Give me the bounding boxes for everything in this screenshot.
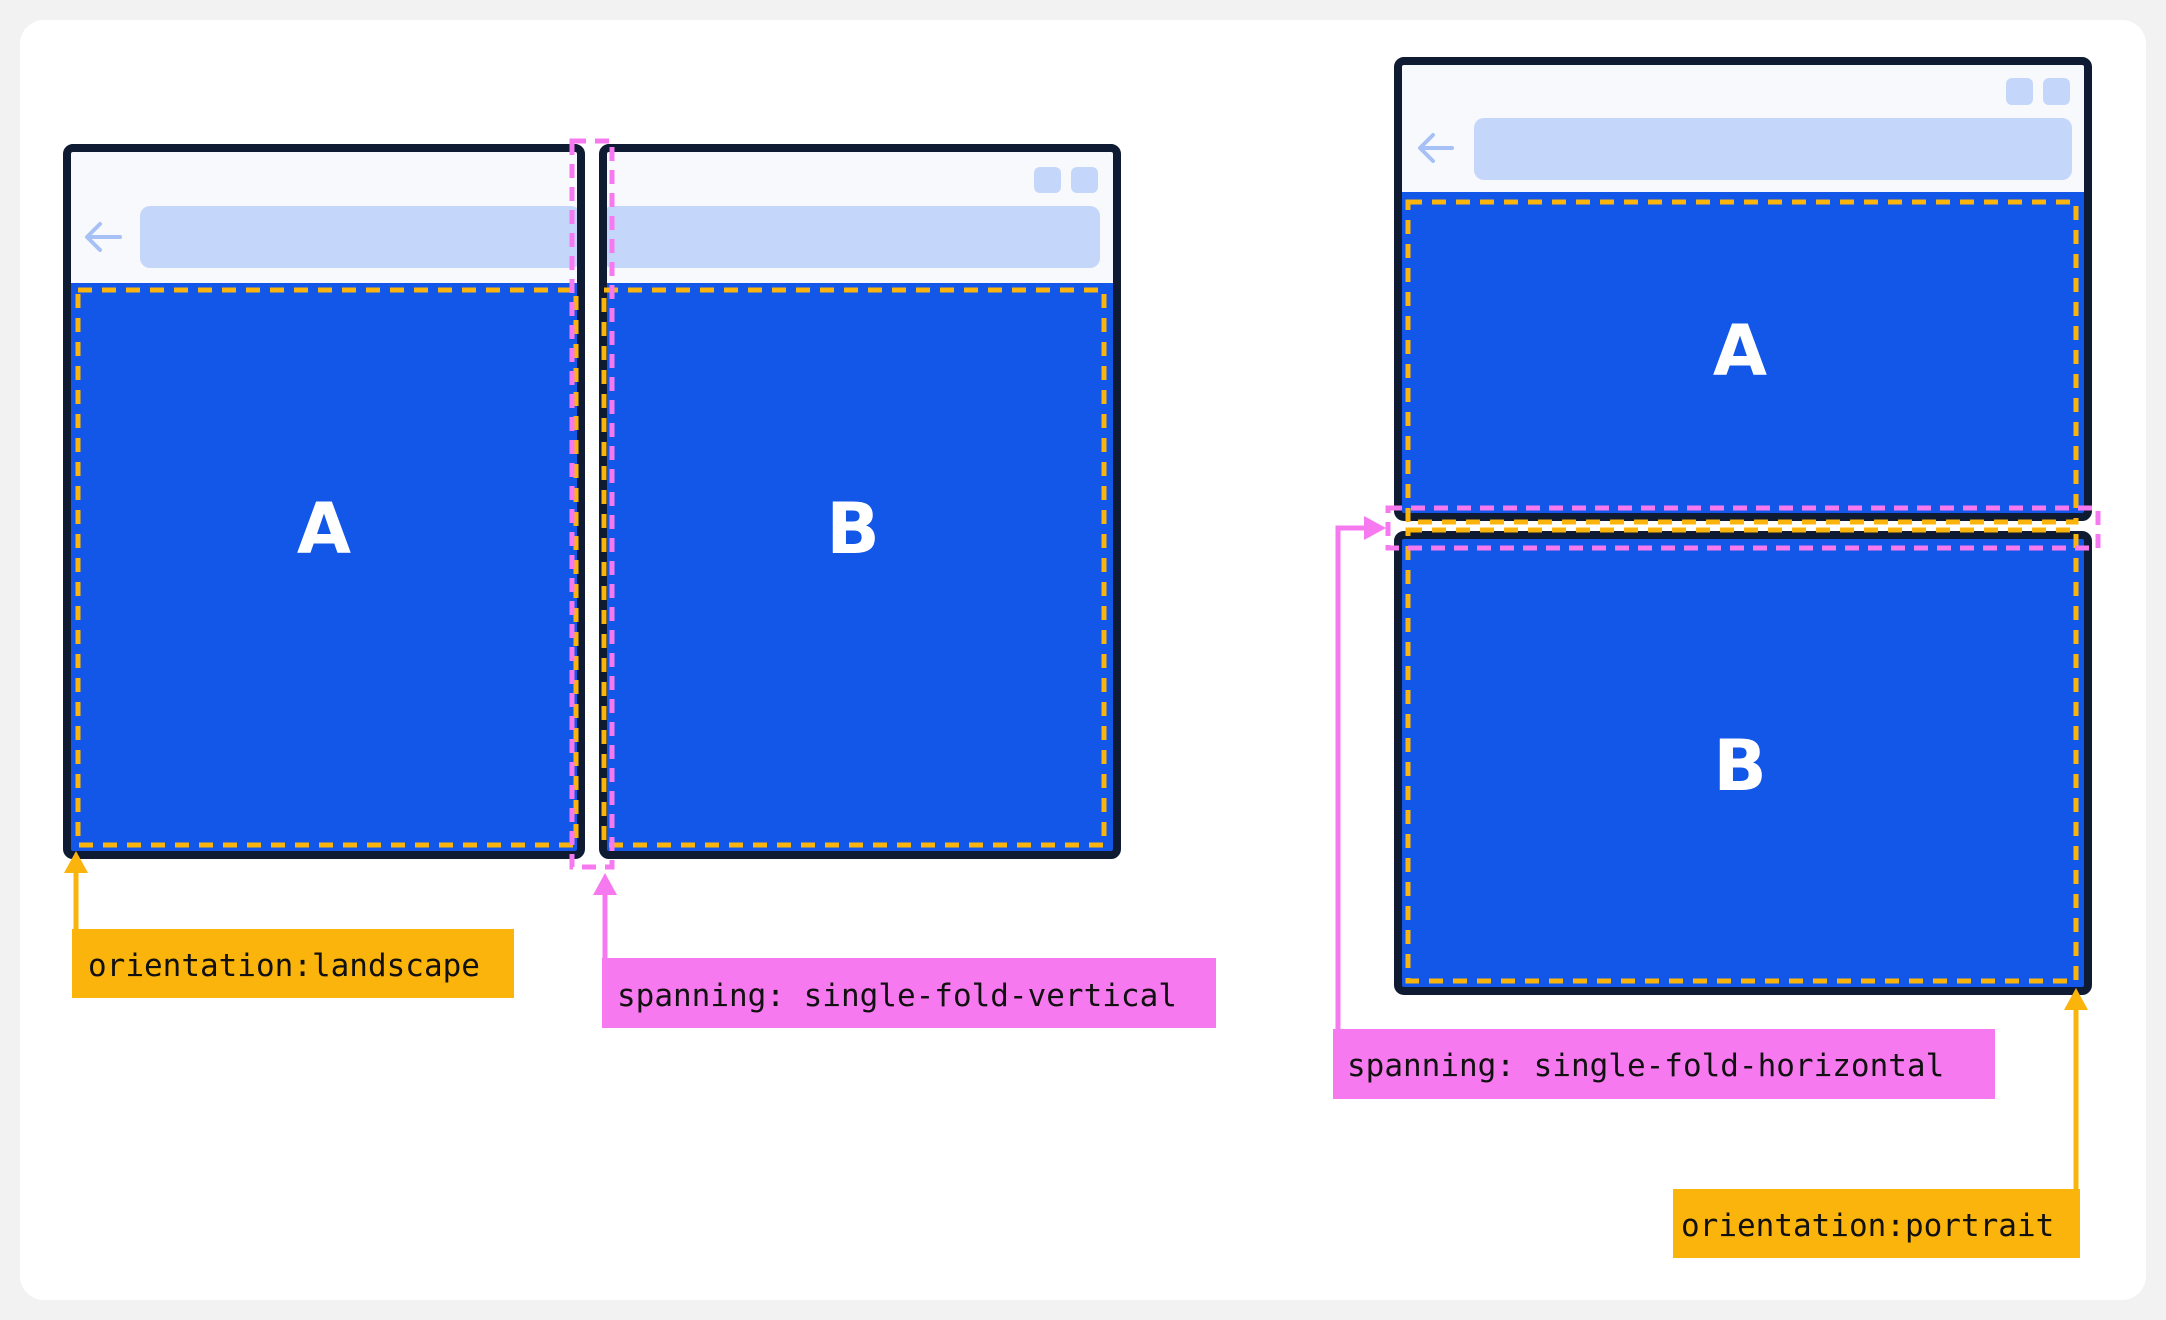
spanning-vertical-arrowhead (593, 873, 617, 895)
horizontal-fold-outline (1385, 505, 2101, 551)
orientation-portrait-arrowhead (2064, 988, 2088, 1010)
panel-a-label: A (297, 488, 351, 570)
spanning-horizontal-tag (1333, 1029, 1995, 1099)
landscape-device: A B orientation:landscape spanning: sing… (63, 138, 1216, 1028)
vertical-fold-outline (569, 138, 615, 870)
panel-b-label: B (1713, 725, 1766, 807)
spanning-vertical-text: spanning: single-fold-vertical (617, 978, 1177, 1014)
landscape-screen-left: A (63, 144, 585, 859)
portrait-screen-top: A (1394, 57, 2092, 521)
viewport-panel-b (1398, 535, 2088, 991)
orientation-portrait-tag (1673, 1189, 2080, 1258)
back-arrow-icon (1418, 133, 1454, 163)
panel-a-label: A (1713, 310, 1767, 392)
url-bar-left (140, 206, 581, 268)
url-bar-right (603, 206, 1100, 268)
window-control-icon (1034, 167, 1061, 193)
viewport-panel-a (67, 283, 581, 855)
viewport-outline-a (1405, 199, 2079, 525)
portrait-device: A B spanning: single-fold-horizontal ori… (1333, 57, 2101, 1258)
panel-b-label: B (826, 488, 879, 570)
viewport-outline-a (75, 287, 579, 848)
screen-top-frame (1394, 57, 2092, 521)
back-arrow-icon (85, 222, 122, 252)
orientation-landscape-text: orientation:landscape (88, 948, 480, 984)
spanning-horizontal-arrowhead (1364, 516, 1386, 540)
window-control-icon (1071, 167, 1098, 193)
spanning-horizontal-arrow (1335, 525, 1368, 1030)
url-bar-top (1474, 118, 2072, 180)
portrait-screen-bottom: B (1394, 531, 2092, 995)
viewport-panel-b (603, 283, 1117, 855)
window-control-icon (2043, 78, 2070, 105)
screen-bottom-frame (1394, 531, 2092, 995)
orientation-landscape-arrowhead (64, 851, 88, 873)
viewport-panel-a (1398, 192, 2088, 517)
viewport-outline-b (601, 287, 1107, 848)
spanning-vertical-tag (602, 958, 1216, 1028)
orientation-landscape-tag (72, 929, 514, 998)
screen-left-frame (63, 144, 585, 859)
orientation-portrait-text: orientation:portrait (1681, 1208, 2054, 1244)
spanning-horizontal-text: spanning: single-fold-horizontal (1347, 1048, 1944, 1084)
landscape-screen-right: B (599, 144, 1121, 859)
viewport-outline-b (1405, 527, 2079, 984)
window-control-icon (2006, 78, 2033, 105)
